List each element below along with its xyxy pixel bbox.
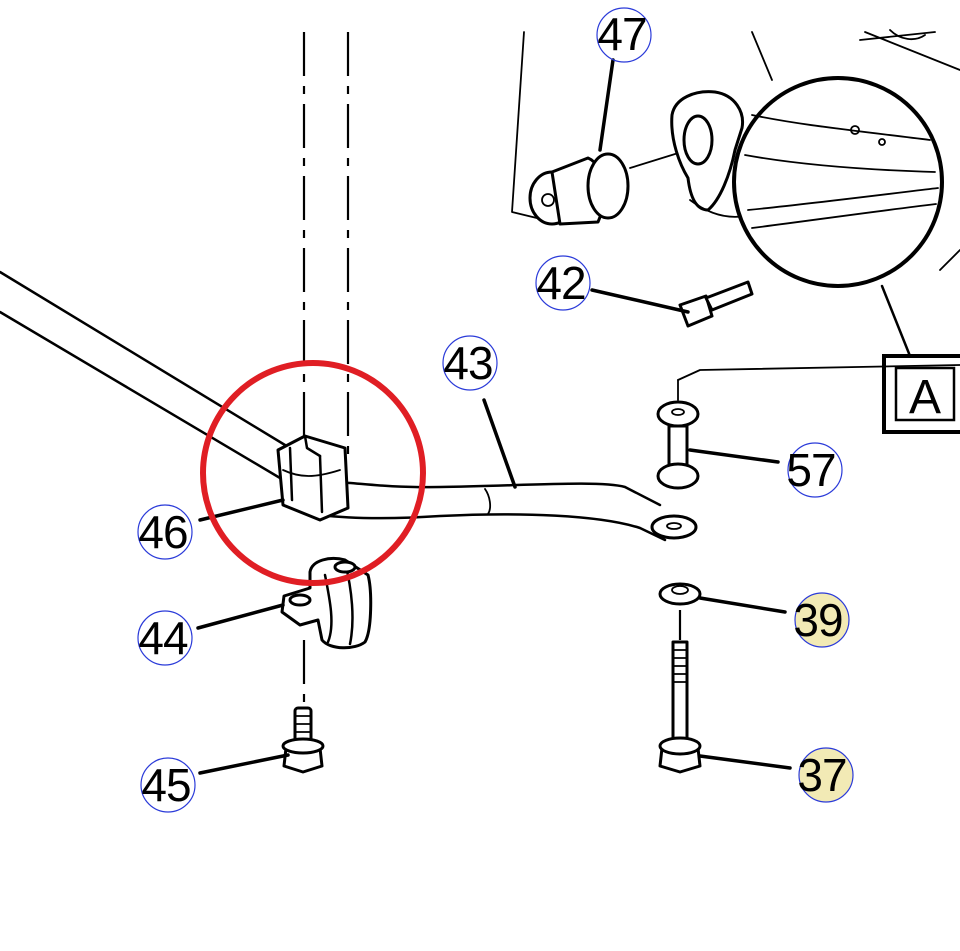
callout-44-label: 44 [138,612,188,664]
callout-39-label: 39 [793,594,842,646]
detail-box-label: A [909,371,941,424]
callout-57: 57 [786,442,843,498]
callout-42-label: 42 [536,257,585,309]
callout-46: 46 [137,504,193,560]
callout-46-label: 46 [138,506,187,558]
bushing-47 [511,31,689,226]
callout-57-label: 57 [786,444,835,496]
knuckle-assembly [670,29,960,271]
callout-44: 44 [137,610,193,666]
callout-37: 37 [797,747,854,803]
callout-37-label: 37 [797,749,846,801]
bolt-37 [658,640,702,774]
detail-magnifier [732,76,944,358]
callout-47: 47 [596,7,652,63]
bolt-45 [281,706,325,774]
bushing-46 [276,434,350,522]
callout-42: 42 [535,255,591,311]
link-bushing-57 [650,379,700,540]
leader-lines [196,58,792,775]
callout-45: 45 [140,757,196,813]
callout-45-label: 45 [141,759,190,811]
callout-43-label: 43 [443,337,492,389]
callout-47-label: 47 [597,8,646,60]
highlight-ring [200,360,426,586]
detail-box: A [677,354,960,434]
center-lines [302,32,682,705]
pin-42 [678,280,754,328]
callout-43: 43 [442,335,498,391]
callout-39: 39 [793,592,850,648]
washer-39 [658,582,702,606]
